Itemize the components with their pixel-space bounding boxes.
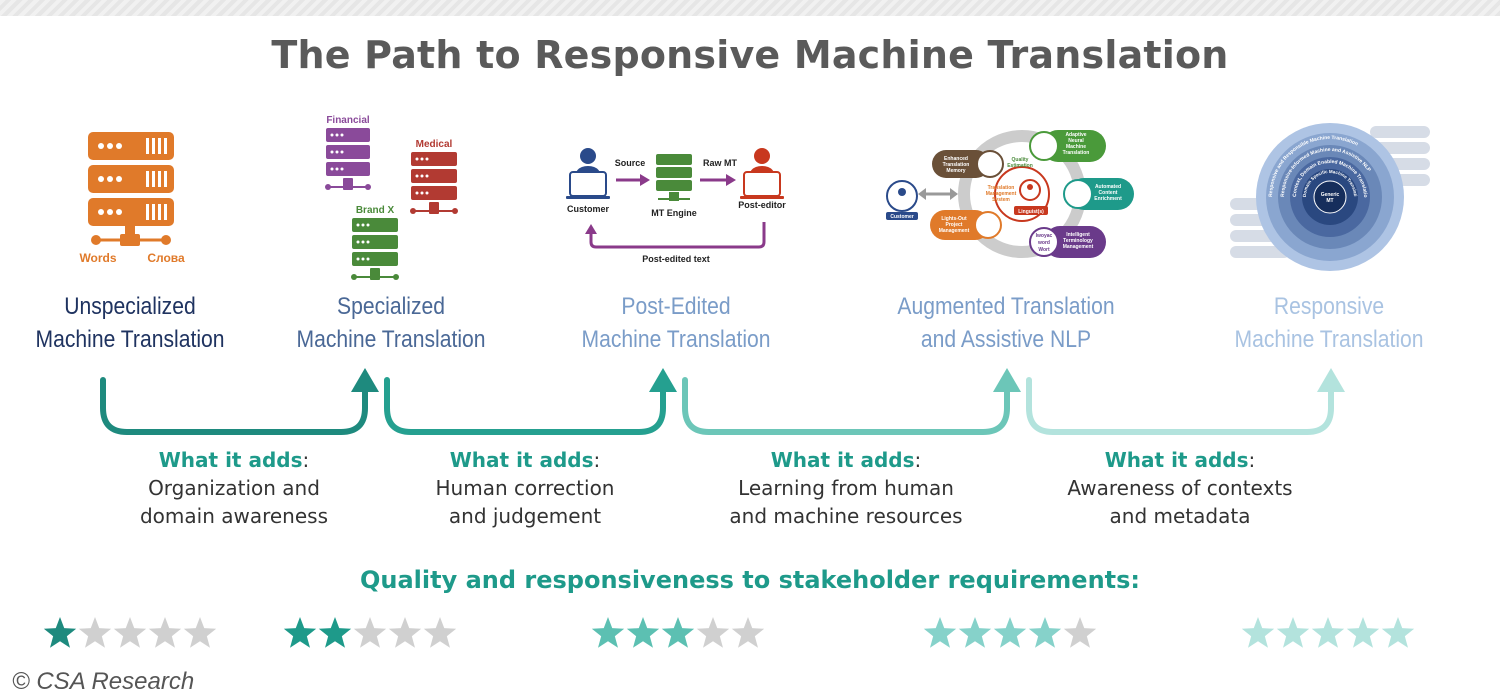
star-empty-icon (731, 617, 765, 648)
star-rating-4 (922, 613, 1100, 653)
arrow-3 (682, 377, 1010, 435)
post-editing-workflow-icon: Customer Source MT Engine Raw MT Post-ed… (566, 148, 786, 264)
quality-heading: Quality and responsiveness to stakeholde… (359, 566, 1141, 594)
slova-label: Слова (147, 251, 185, 265)
star-empty-icon (148, 617, 182, 648)
etm-label-1: Enhanced (944, 156, 968, 162)
page-title: The Path to Responsive Machine Translati… (271, 33, 1229, 77)
lights-label-1: Lights-Out (941, 216, 967, 222)
star-empty-icon (78, 617, 112, 648)
star-filled-icon (1276, 617, 1310, 648)
server-stack-icon: Words Слова (79, 132, 185, 265)
star-empty-icon (388, 617, 422, 648)
itm-label-1: Intelligent (1066, 232, 1090, 238)
core-label-2: MT (1326, 198, 1333, 204)
nmt-label-4: Translation (1063, 150, 1090, 156)
star-rating-1 (42, 613, 220, 653)
arrowhead-2 (649, 368, 677, 392)
etm-label-2: Translation (943, 162, 970, 168)
qe-label-2: Estimation (1007, 163, 1033, 169)
mt-engine-label: MT Engine (651, 208, 697, 218)
post-edited-text-label: Post-edited text (642, 254, 710, 264)
star-filled-icon (1311, 617, 1345, 648)
arrowhead-3 (993, 368, 1021, 392)
word-label-3: Wort (1038, 247, 1050, 253)
words-label: Words (79, 251, 116, 265)
lights-label-2: Project (946, 222, 963, 228)
star-rating-2 (282, 613, 460, 653)
star-filled-icon (318, 617, 352, 648)
star-filled-icon (1381, 617, 1415, 648)
star-filled-icon (1241, 617, 1275, 648)
star-filled-icon (993, 617, 1027, 648)
star-filled-icon (958, 617, 992, 648)
word-label-2: word (1037, 240, 1050, 246)
star-empty-icon (353, 617, 387, 648)
arrowhead-4 (1317, 368, 1345, 392)
specialized-servers-icon: Financial Medical Brand X (325, 115, 458, 280)
financial-label: Financial (326, 115, 370, 126)
arrow-4 (1026, 377, 1334, 435)
copyright-credit: © CSA Research (12, 668, 195, 695)
star-filled-icon (923, 617, 957, 648)
etm-label-3: Memory (946, 168, 965, 174)
star-empty-icon (423, 617, 457, 648)
core-label-1: Generic (1321, 192, 1340, 198)
tms-label-2: Management (986, 191, 1017, 197)
itm-label-3: Management (1063, 244, 1094, 250)
star-empty-icon (1063, 617, 1097, 648)
star-filled-icon (626, 617, 660, 648)
star-filled-icon (1028, 617, 1062, 648)
concentric-rings-icon: Responsive and Responsible Machine Trans… (1226, 122, 1430, 271)
nmt-label-1: Adaptive (1065, 132, 1086, 138)
progression-arrows (100, 368, 1345, 435)
word-label-1: Iwoyac (1036, 233, 1053, 239)
star-filled-icon (283, 617, 317, 648)
augmented-translation-hub-icon: Translation Management System Linguist(s… (886, 130, 1134, 258)
nmt-label-3: Machine (1066, 144, 1086, 150)
post-editor-label: Post-editor (738, 200, 786, 210)
star-filled-icon (43, 617, 77, 648)
arrow-2 (384, 377, 666, 435)
arrow-1 (100, 377, 368, 435)
lights-label-3: Management (939, 228, 970, 234)
itm-label-2: Terminology (1063, 238, 1093, 244)
medical-label: Medical (416, 139, 453, 150)
ace-label-2: Content (1099, 190, 1118, 196)
star-rating-5 (1240, 613, 1418, 653)
customer-label: Customer (567, 204, 610, 214)
star-empty-icon (113, 617, 147, 648)
tms-label-1: Translation (988, 185, 1015, 191)
hub-customer-label: Customer (890, 214, 913, 220)
brand-x-label: Brand X (356, 205, 395, 216)
top-decorative-band (0, 0, 1500, 16)
star-filled-icon (1346, 617, 1380, 648)
source-label: Source (615, 158, 646, 168)
tms-label-3: System (992, 197, 1010, 203)
qe-label-1: Quality (1012, 157, 1029, 163)
star-empty-icon (183, 617, 217, 648)
star-filled-icon (591, 617, 625, 648)
star-rating-3 (590, 613, 768, 653)
nmt-label-2: Neural (1068, 138, 1084, 144)
arrowhead-1 (351, 368, 379, 392)
star-filled-icon (661, 617, 695, 648)
star-empty-icon (696, 617, 730, 648)
linguist-label: Linguist(s) (1018, 209, 1044, 215)
raw-mt-label: Raw MT (703, 158, 738, 168)
ace-label-3: Enrichment (1094, 196, 1122, 202)
ace-label-1: Automated (1095, 184, 1121, 190)
